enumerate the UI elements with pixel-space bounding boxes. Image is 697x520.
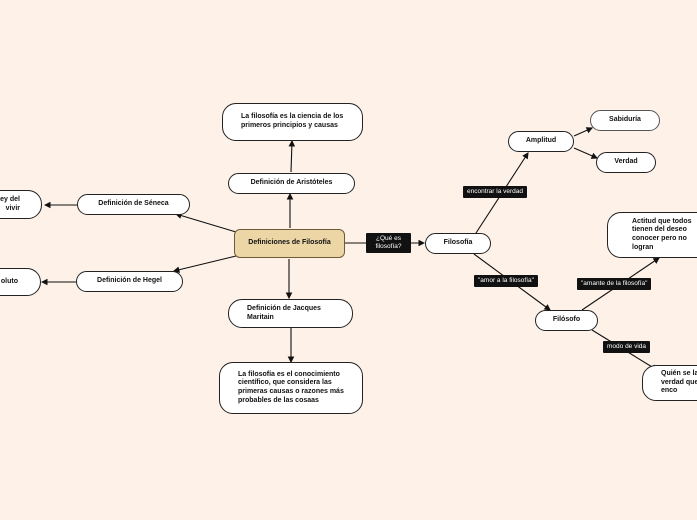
hegel-node[interactable]: Definición de Hegel bbox=[76, 271, 183, 292]
hegel-definition-node[interactable]: oluto bbox=[0, 268, 41, 296]
filosofia-node[interactable]: Filosofía bbox=[425, 233, 491, 254]
maritain-node[interactable]: Definición de Jacques Maritain bbox=[228, 299, 353, 328]
aristoteles-definition-node[interactable]: La filosofía es la ciencia de los primer… bbox=[222, 103, 363, 141]
seneca-definition-text: ley del vivir bbox=[0, 195, 20, 212]
hegel-definition-text: oluto bbox=[0, 277, 18, 285]
amor-filosofia-label: "amor a la filosofía" bbox=[474, 275, 538, 287]
link-central-seneca bbox=[174, 212, 237, 233]
filosofo-node-text: Filósofo bbox=[552, 316, 581, 324]
quien-node-text: Quién se la verdad que enco bbox=[661, 369, 697, 395]
sabiduria-node[interactable]: Sabiduría bbox=[590, 110, 660, 131]
maritain-node-text: Definición de Jacques Maritain bbox=[247, 304, 321, 321]
central-node[interactable]: Definiciones de Filosofía bbox=[234, 229, 345, 258]
aristoteles-node-text: Definición de Aristóteles bbox=[250, 179, 333, 187]
maritain-definition-node[interactable]: La filosofía es el conocimiento científi… bbox=[219, 362, 363, 414]
filosofo-node[interactable]: Filósofo bbox=[535, 310, 598, 331]
amplitud-node-text: Amplitud bbox=[525, 137, 557, 145]
seneca-node[interactable]: Definición de Séneca bbox=[77, 194, 190, 215]
amplitud-node[interactable]: Amplitud bbox=[508, 131, 574, 152]
central-node-text: Definiciones de Filosofía bbox=[248, 239, 331, 247]
verdad-node-text: Verdad bbox=[614, 158, 638, 166]
link-amplitud-sabiduria bbox=[573, 127, 594, 137]
verdad-node[interactable]: Verdad bbox=[596, 152, 656, 173]
que-es-filosofia-label: ¿Qué es filosofía? bbox=[366, 233, 411, 253]
sabiduria-node-text: Sabiduría bbox=[609, 116, 641, 124]
actitud-node-text: Actitud que todos tienen del deseo conoc… bbox=[632, 217, 692, 251]
modo-vida-label: modo de vida bbox=[603, 341, 651, 353]
link-aristoteles-def bbox=[288, 139, 296, 173]
hegel-node-text: Definición de Hegel bbox=[97, 277, 162, 285]
seneca-definition-node[interactable]: ley del vivir bbox=[0, 190, 42, 219]
aristoteles-definition-text: La filosofía es la ciencia de los primer… bbox=[241, 113, 344, 129]
seneca-node-text: Definición de Séneca bbox=[98, 200, 169, 208]
link-amplitud-verdad bbox=[573, 147, 599, 159]
encontrar-verdad-label: encontrar la verdad bbox=[463, 186, 528, 198]
maritain-definition-text: La filosofía es el conocimiento científi… bbox=[238, 370, 344, 404]
filosofia-node-text: Filosofía bbox=[443, 239, 473, 247]
link-central-hegel bbox=[172, 255, 237, 273]
quien-node[interactable]: Quién se la verdad que enco bbox=[642, 365, 697, 401]
aristoteles-node[interactable]: Definición de Aristóteles bbox=[228, 173, 355, 194]
amante-filosofia-label: "amante de la filosofía" bbox=[577, 278, 652, 290]
actitud-node[interactable]: Actitud que todos tienen del deseo conoc… bbox=[607, 212, 697, 258]
